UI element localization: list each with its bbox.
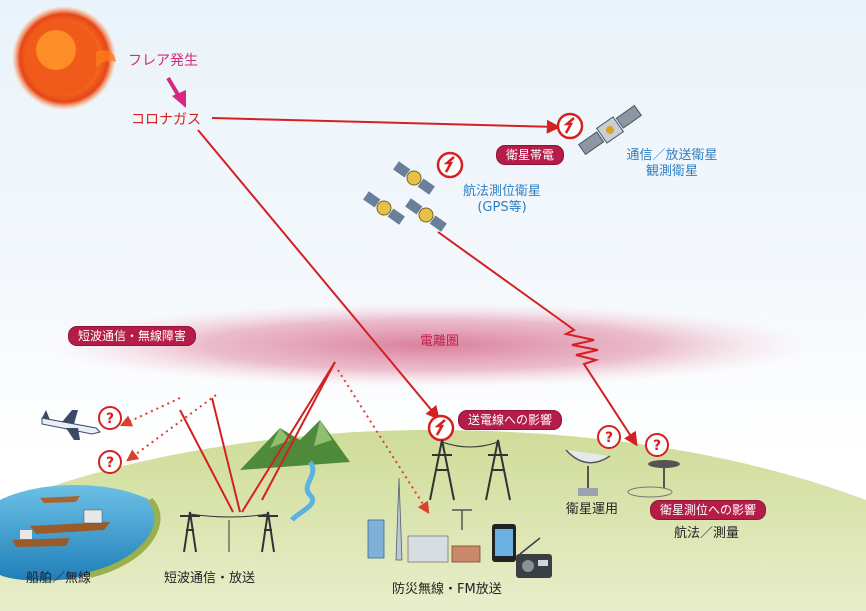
impact-icon (436, 151, 464, 179)
satellite-icon (578, 104, 642, 156)
gps-satellite-icon (363, 161, 447, 232)
shortwave-broadcast-label: 短波通信・放送 (164, 571, 256, 586)
ionosphere-band (50, 303, 810, 387)
airplane-icon (41, 410, 101, 440)
shortwave-reflection-paths (179, 361, 336, 513)
impact-icon (427, 414, 455, 442)
satellite-operation-label: 衛星運用 (566, 502, 619, 517)
ionosphere-label: 電離圏 (420, 334, 460, 349)
impact-icon (556, 112, 584, 140)
mountain-icon (240, 420, 350, 470)
sea (0, 485, 158, 581)
river (290, 460, 316, 522)
comm-satellite-line2: 観測衛星 (645, 164, 698, 179)
positioning-impact-badge: 衛星測位への影響 (650, 500, 767, 520)
coronal-to-comm-satellite-arrow (211, 117, 561, 134)
nav-satellite-label: 航法測位衛星 (GPS等) (452, 184, 552, 216)
flare-arrow (166, 76, 186, 108)
coastline (89, 497, 161, 578)
svg-text:?: ? (605, 430, 613, 446)
antenna-tower-icon (180, 511, 278, 553)
flare-label: フレア発生 (128, 53, 198, 69)
question-mark-icon: ? (597, 425, 621, 449)
shortwave-disruption-arrows (119, 369, 430, 515)
gnss-receiver-icon (627, 460, 680, 498)
navigation-survey-label: 航法／測量 (674, 526, 740, 541)
radio-icon (516, 537, 552, 578)
building-icon (367, 477, 481, 563)
question-mark-icon: ? (645, 433, 669, 457)
power-line-impact-badge: 送電線への影響 (458, 410, 563, 430)
svg-text:?: ? (106, 455, 114, 471)
comm-satellite-label: 通信／放送衛星 観測衛星 (620, 148, 724, 180)
satellite-charging-badge: 衛星帯電 (496, 145, 565, 165)
coronal-gas-label: コロナガス (131, 112, 201, 128)
question-mark-icon: ? (98, 450, 122, 474)
smartphone-icon (492, 524, 516, 562)
svg-text:?: ? (653, 438, 661, 454)
disaster-radio-fm-label: 防災無線・FM放送 (392, 582, 502, 597)
svg-text:?: ? (106, 411, 114, 427)
question-mark-icon: ? (98, 406, 122, 430)
parabolic-antenna-icon (565, 449, 611, 496)
ground (0, 430, 866, 611)
power-tower-icon (429, 439, 511, 501)
nav-satellite-line1: 航法測位衛星 (462, 184, 541, 199)
coronal-to-powerline-arrow (197, 129, 440, 421)
gps-signal-path (437, 231, 638, 447)
ship-icon (12, 496, 110, 547)
comm-satellite-line1: 通信／放送衛星 (626, 148, 718, 163)
shortwave-disruption-badge: 短波通信・無線障害 (68, 326, 197, 346)
nav-satellite-line2: (GPS等) (477, 200, 527, 215)
ships-radio-label: 船舶／無線 (26, 571, 92, 586)
sun-icon (12, 6, 116, 110)
